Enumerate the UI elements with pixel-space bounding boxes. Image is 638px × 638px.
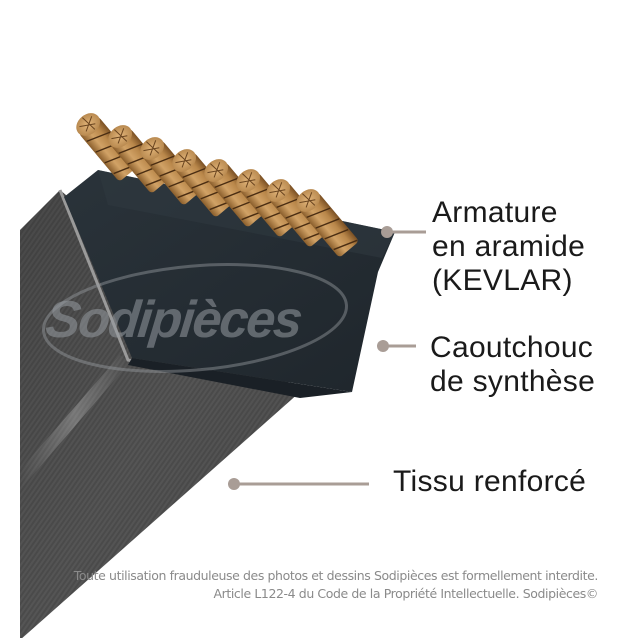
copyright-line-1: Toute utilisation frauduleuse des photos… xyxy=(73,568,599,583)
label-armature-line-2: en aramide xyxy=(432,230,586,263)
aramid-cords xyxy=(76,113,358,257)
label-caoutchouc-line-1: Caoutchouc xyxy=(430,331,594,364)
leader-line-armature xyxy=(381,226,426,238)
label-armature: Armature en aramide (KEVLAR) xyxy=(432,196,585,298)
label-caoutchouc-line-2: de synthèse xyxy=(430,365,596,398)
leader-line-caoutchouc xyxy=(377,340,416,352)
label-tissu-line-1: Tissu renforcé xyxy=(393,465,587,498)
copyright-line-2: Article L122-4 du Code de la Propriété I… xyxy=(213,586,598,601)
label-caoutchouc: Caoutchouc de synthèse xyxy=(430,331,595,399)
copyright-notice: Toute utilisation frauduleuse des photos… xyxy=(73,567,599,603)
label-tissu: Tissu renforcé xyxy=(393,465,586,499)
leader-line-tissu xyxy=(228,478,369,490)
watermark-ellipse xyxy=(42,263,348,373)
label-armature-line-1: Armature xyxy=(432,196,558,229)
watermark-logo: Sodipièces xyxy=(42,291,304,349)
label-armature-line-3: (KEVLAR) xyxy=(432,264,573,297)
fabric-layer xyxy=(20,189,301,638)
